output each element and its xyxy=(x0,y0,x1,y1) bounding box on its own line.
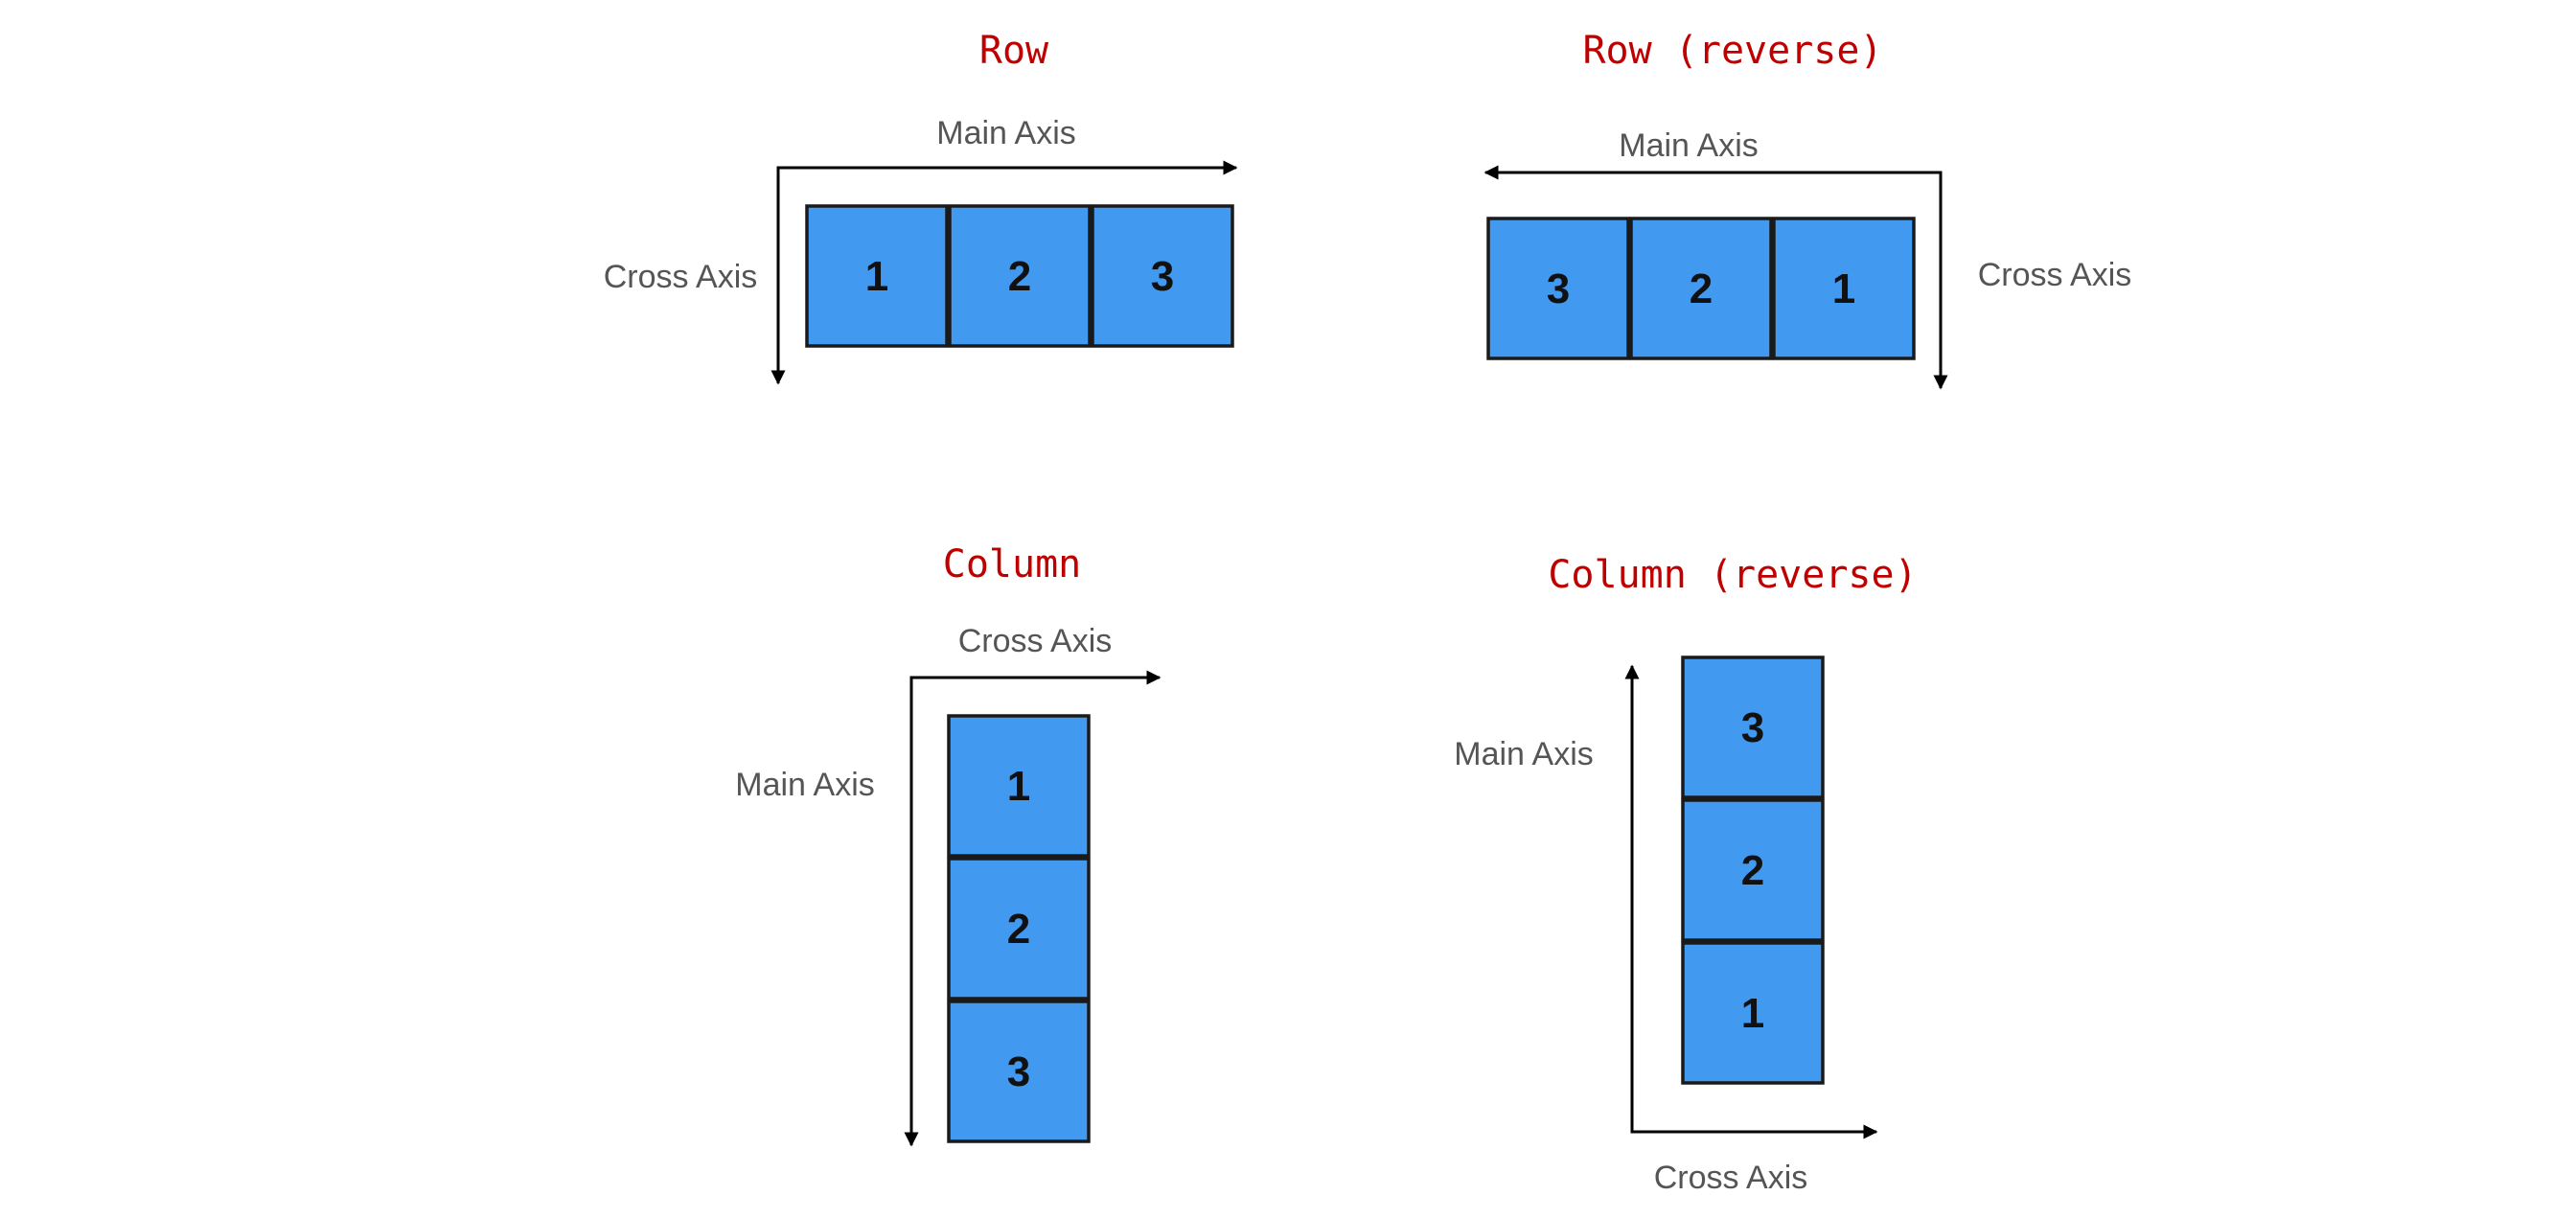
main-axis-label-column-reverse: Main Axis xyxy=(1454,736,1594,772)
item-box-shape xyxy=(1772,217,1916,360)
cross-axis-label-row: Cross Axis xyxy=(604,259,758,295)
cross-axis-label-column-reverse: Cross Axis xyxy=(1654,1160,1808,1196)
item-box-shape xyxy=(1681,656,1825,799)
item-box: 2 xyxy=(1629,217,1773,360)
item-label: 3 xyxy=(1741,704,1764,751)
item-box-shape xyxy=(1681,941,1825,1085)
item-box: 2 xyxy=(948,204,1092,348)
item-label: 2 xyxy=(1008,253,1031,300)
item-label: 2 xyxy=(1007,906,1030,953)
item-box-shape xyxy=(1681,798,1825,942)
item-label: 2 xyxy=(1741,847,1764,894)
item-box-shape xyxy=(947,1000,1091,1143)
main-axis-label-row-reverse: Main Axis xyxy=(1619,127,1759,164)
cross-axis-label-row-reverse: Cross Axis xyxy=(1978,257,2132,293)
item-box: 1 xyxy=(805,204,949,348)
item-box: 3 xyxy=(1091,204,1234,348)
cross-axis-label-column: Cross Axis xyxy=(958,623,1113,659)
panel-row-reverse: Row (reverse) Main Axis Cross Axis 3 2 1 xyxy=(1484,29,2132,390)
item-box-shape xyxy=(805,204,949,348)
item-label: 2 xyxy=(1690,265,1713,312)
panel-title-row: Row xyxy=(979,29,1049,73)
panel-title-row-reverse: Row (reverse) xyxy=(1582,29,1882,73)
item-box-shape xyxy=(1486,217,1630,360)
item-label: 1 xyxy=(1832,265,1855,312)
item-box: 1 xyxy=(1681,941,1825,1085)
panel-column-reverse: Column (reverse) Main Axis Cross Axis 3 … xyxy=(1454,553,1917,1196)
item-box: 3 xyxy=(947,1000,1091,1143)
item-box-shape xyxy=(948,204,1092,348)
item-box-shape xyxy=(1629,217,1773,360)
item-label: 1 xyxy=(1007,763,1030,810)
main-axis-label-column: Main Axis xyxy=(735,767,875,803)
axis-arrows-row-reverse xyxy=(1484,165,1948,390)
item-label: 3 xyxy=(1007,1048,1030,1095)
item-box-shape xyxy=(947,857,1091,1000)
panel-row: Row Main Axis Cross Axis 1 2 3 xyxy=(604,29,1238,385)
item-box: 3 xyxy=(1486,217,1630,360)
item-label: 3 xyxy=(1547,265,1570,312)
item-label: 3 xyxy=(1151,253,1174,300)
item-box: 3 xyxy=(1681,656,1825,799)
item-box: 1 xyxy=(947,714,1091,858)
panel-title-column-reverse: Column (reverse) xyxy=(1548,553,1917,597)
item-box-shape xyxy=(947,714,1091,858)
item-box-shape xyxy=(1091,204,1234,348)
item-box: 1 xyxy=(1772,217,1916,360)
main-axis-label-row: Main Axis xyxy=(936,115,1076,151)
panel-title-column: Column xyxy=(943,542,1082,586)
item-label: 1 xyxy=(865,253,888,300)
item-label: 1 xyxy=(1741,990,1764,1037)
panel-column: Column Cross Axis Main Axis 1 2 3 xyxy=(735,542,1162,1147)
axis-arrows-column-reverse xyxy=(1624,664,1878,1139)
item-box: 2 xyxy=(1681,798,1825,942)
axis-arrows-row xyxy=(770,160,1238,385)
item-box: 2 xyxy=(947,857,1091,1000)
axis-arrows-column xyxy=(904,670,1162,1147)
